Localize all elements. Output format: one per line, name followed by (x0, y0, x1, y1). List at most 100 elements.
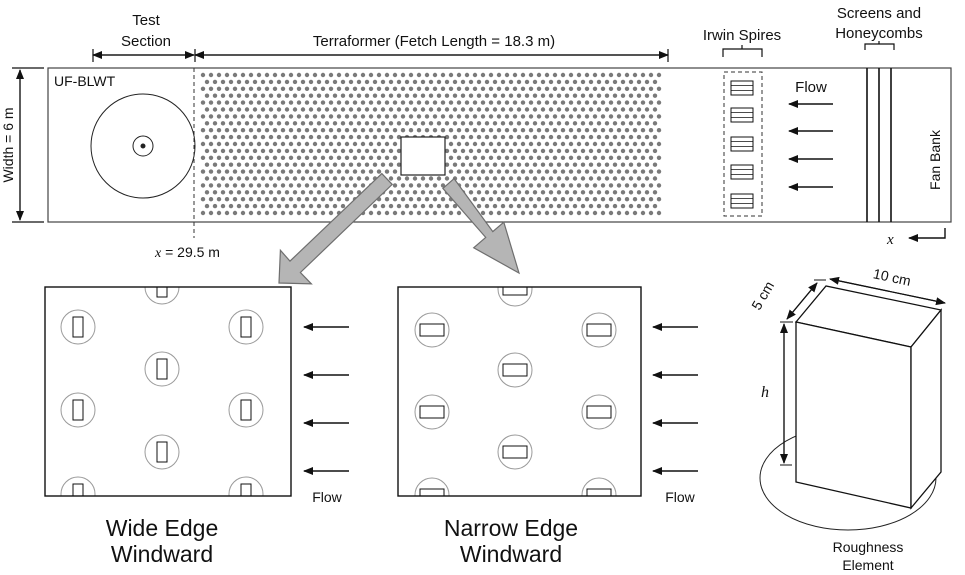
roughness-dot (580, 121, 586, 126)
roughness-dot (412, 203, 418, 209)
roughness-dot (616, 210, 622, 216)
roughness-dot (308, 121, 314, 126)
roughness-dot (500, 148, 506, 154)
roughness-dot (564, 162, 570, 167)
roughness-dot (560, 183, 566, 188)
roughness-dot (396, 176, 402, 181)
roughness-dot (552, 86, 558, 92)
roughness-dot (328, 72, 334, 78)
roughness-dot (312, 210, 318, 216)
roughness-dot (340, 148, 346, 154)
roughness-dot (580, 176, 586, 181)
roughness-dot (380, 121, 386, 126)
roughness-dot (548, 79, 554, 85)
roughness-dot (256, 197, 262, 202)
roughness-dot (460, 134, 466, 140)
roughness-dot (544, 72, 550, 78)
roughness-dot (312, 72, 318, 78)
roughness-dot (632, 72, 638, 78)
roughness-dot (552, 141, 558, 147)
roughness-dot (652, 148, 658, 154)
spire-outline (730, 136, 754, 152)
roughness-dot (412, 176, 418, 181)
roughness-dot (400, 86, 406, 92)
roughness-dot (456, 128, 462, 133)
roughness-dot (260, 93, 266, 98)
roughness-dot (276, 148, 282, 154)
roughness-dot (572, 134, 578, 140)
roughness-dot (504, 86, 510, 92)
roughness-dot (476, 79, 482, 85)
roughness-dot (492, 107, 498, 112)
element-block (419, 323, 445, 337)
x-axis-arrow (908, 228, 946, 242)
roughness-dot (604, 134, 610, 140)
roughness-dot (224, 86, 230, 92)
roughness-dot (624, 114, 630, 119)
roughness-dot (252, 93, 258, 98)
element-pad (414, 477, 450, 496)
roughness-dot (264, 86, 270, 92)
roughness-dot (200, 155, 206, 160)
roughness-dot (652, 121, 658, 126)
roughness-dot (380, 107, 386, 112)
roughness-dot (296, 169, 302, 174)
roughness-dot (360, 100, 366, 105)
roughness-dot (616, 128, 622, 133)
roughness-dot (296, 100, 302, 105)
roughness-dot (364, 148, 370, 154)
roughness-dot (492, 121, 498, 126)
roughness-dot (300, 107, 306, 112)
roughness-dot (536, 155, 542, 160)
roughness-dot (288, 86, 294, 92)
roughness-dot (604, 121, 610, 126)
roughness-dot (600, 72, 606, 78)
roughness-dot (256, 128, 262, 133)
roughness-dot (316, 190, 322, 195)
roughness-dot (344, 114, 350, 119)
roughness-dot (476, 134, 482, 140)
roughness-dot (284, 148, 290, 154)
roughness-dot (272, 114, 278, 119)
roughness-dot (292, 203, 298, 209)
roughness-dot (580, 134, 586, 140)
roughness-dot (240, 197, 246, 202)
roughness-dot (284, 176, 290, 181)
roughness-dot (492, 148, 498, 154)
roughness-dot (648, 210, 654, 216)
flow-label-left: Flow (312, 489, 342, 505)
roughness-dot (228, 79, 234, 85)
roughness-dot (332, 203, 338, 209)
roughness-dot (536, 114, 542, 119)
roughness-dot (656, 155, 662, 160)
roughness-dot (468, 134, 474, 140)
roughness-dot (624, 100, 630, 105)
roughness-dot (384, 72, 390, 78)
roughness-dot (396, 148, 402, 154)
element-block (72, 483, 84, 496)
roughness-dot (220, 121, 226, 126)
screens-bracket (864, 41, 895, 50)
roughness-dot (272, 128, 278, 133)
roughness-dot (348, 121, 354, 126)
roughness-dot (396, 79, 402, 85)
roughness-dot (580, 79, 586, 85)
roughness-dot (540, 190, 546, 195)
roughness-dot (308, 203, 314, 209)
roughness-dot (316, 79, 322, 85)
roughness-dot (568, 114, 574, 119)
roughness-dot (504, 100, 510, 105)
roughness-dot (300, 162, 306, 167)
roughness-dot (596, 162, 602, 167)
roughness-dot (412, 93, 418, 98)
roughness-element (144, 351, 180, 387)
roughness-dot (388, 176, 394, 181)
roughness-dot (480, 72, 486, 78)
roughness-dot (208, 114, 214, 119)
roughness-dot (600, 197, 606, 202)
roughness-dot (492, 79, 498, 85)
roughness-dot (576, 169, 582, 174)
spire-outline (730, 164, 754, 180)
roughness-dot (612, 107, 618, 112)
element-pad (581, 477, 617, 496)
